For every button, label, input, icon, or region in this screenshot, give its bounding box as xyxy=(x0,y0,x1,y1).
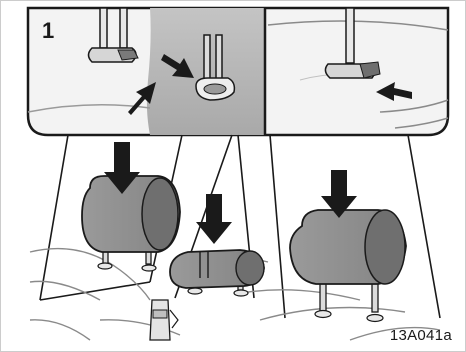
headrest-post-detail-right xyxy=(324,7,381,79)
seat-belt-buckle xyxy=(149,299,179,341)
detail-panel xyxy=(26,6,450,137)
push-down-arrow-icon xyxy=(161,54,194,78)
push-down-arrow-icon xyxy=(104,142,140,194)
step-number: 1 xyxy=(42,18,55,43)
push-down-arrow-icon xyxy=(128,82,156,115)
push-down-arrow-icon xyxy=(196,194,232,244)
headrest-post-detail-left xyxy=(87,7,139,63)
headrest-icon xyxy=(81,175,181,272)
figure-code: 13A041a xyxy=(389,327,452,344)
push-down-arrow-icon xyxy=(321,170,357,218)
headrest-icon xyxy=(289,209,407,323)
headrest-post-detail-center xyxy=(195,34,236,101)
push-down-arrow-icon xyxy=(376,82,412,101)
headrest-icon xyxy=(169,249,265,297)
